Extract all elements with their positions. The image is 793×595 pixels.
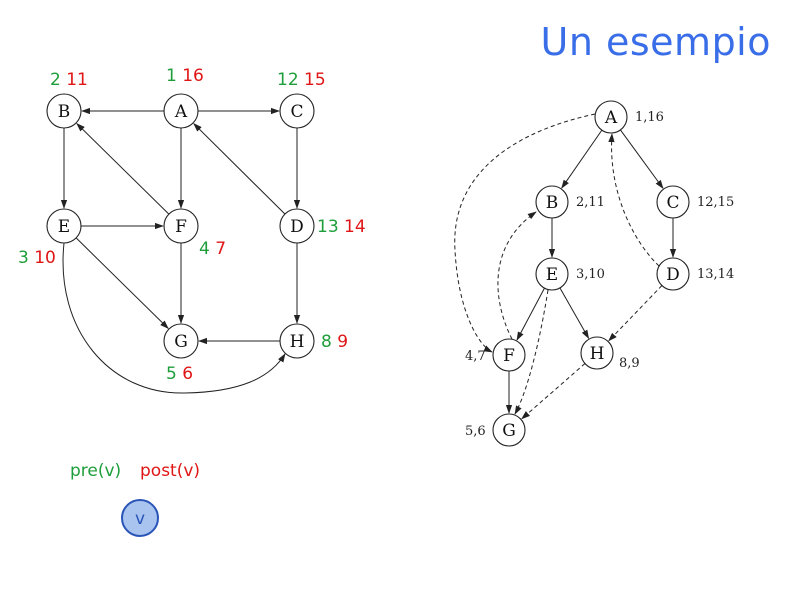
tree-node-G: G <box>492 413 526 447</box>
tree-edges <box>454 113 677 420</box>
graph-node-G-label: G <box>174 332 188 352</box>
graph-node-D-times: 13 14 <box>317 217 366 237</box>
tree-node-G-label: G <box>502 421 516 441</box>
tree-node-E-label: E <box>546 265 558 285</box>
graph-labels: 1 16 2 11 12 15 13 14 3 10 4 7 5 6 8 9 <box>18 66 366 384</box>
tree-nontree-edge-D-A <box>608 133 660 267</box>
graph-node-E-label: E <box>58 217 70 237</box>
graph-nodes: A B C D E F G H <box>46 93 315 359</box>
graph-node-B: B <box>46 93 82 129</box>
tree-nontree-edge-E-G <box>514 289 549 415</box>
tree-node-D-times: 13,14 <box>697 267 734 282</box>
tree-node-A-label: A <box>604 108 618 128</box>
graph-node-B-label: B <box>58 102 71 122</box>
graph-node-E-times: 3 10 <box>18 248 56 268</box>
graph-node-F-label: F <box>175 217 187 237</box>
tree-node-D: D <box>656 257 690 291</box>
tree-node-B: B <box>535 185 569 219</box>
tree-node-C-times: 12,15 <box>697 195 734 210</box>
tree-edge-A-C <box>620 129 664 189</box>
graph-node-C-label: C <box>290 102 303 122</box>
page-title: Un esempio <box>540 20 771 64</box>
tree-node-H: H <box>580 336 614 370</box>
graph-node-B-times: 2 11 <box>50 70 88 90</box>
tree-node-F-times: 4,7 <box>465 349 486 364</box>
tree-edge-A-B <box>561 129 603 189</box>
graph-node-C-times: 12 15 <box>277 70 326 90</box>
graph-node-C: C <box>279 93 315 129</box>
tree-node-E: E <box>535 257 569 291</box>
legend-node <box>121 499 159 537</box>
graph-edge-D-A <box>193 123 286 215</box>
tree-node-A-times: 1,16 <box>635 110 664 125</box>
legend: pre(v) post(v) v <box>70 461 200 537</box>
graph-node-F: F <box>163 208 199 244</box>
graph-node-D-label: D <box>290 217 304 237</box>
tree-node-F-label: F <box>503 346 515 366</box>
graph-node-H-label: H <box>290 332 305 352</box>
tree-nontree-edge-H-G <box>521 363 586 420</box>
graph-node-H-times: 8 9 <box>321 332 348 352</box>
graph-node-E: E <box>46 208 82 244</box>
tree-nontree-edge-F-B <box>497 211 537 340</box>
tree-edge-E-F <box>516 287 545 341</box>
tree-node-E-times: 3,10 <box>576 267 605 282</box>
tree-node-B-times: 2,11 <box>576 195 605 210</box>
graph-node-A-times: 1 16 <box>166 66 204 86</box>
tree-node-F: F <box>492 338 526 372</box>
graph-edge-E-G <box>75 237 169 330</box>
legend-node-label: v <box>135 509 145 529</box>
tree-node-C: C <box>656 185 690 219</box>
graph-node-G-times: 5 6 <box>166 364 193 384</box>
tree-nodes: A B C D E F G H <box>492 100 690 447</box>
legend-post-label: post(v) <box>140 461 200 481</box>
tree-node-G-times: 5,6 <box>465 424 486 439</box>
graph-node-A-label: A <box>174 102 188 122</box>
graph-edge-F-B <box>76 122 170 215</box>
tree-nontree-edge-A-F <box>454 113 596 353</box>
graph-edges <box>60 107 301 394</box>
tree-node-H-label: H <box>590 344 605 364</box>
graph-node-A: A <box>163 93 199 129</box>
tree-node-A: A <box>594 100 628 134</box>
graph-node-F-times: 4 7 <box>199 239 226 259</box>
graph-node-D: D <box>279 208 315 244</box>
legend-pre-label: pre(v) <box>70 461 121 481</box>
graph-node-G: G <box>163 323 199 359</box>
graph-node-H: H <box>279 323 315 359</box>
tree-node-H-times: 8,9 <box>619 356 640 371</box>
tree-node-D-label: D <box>666 265 680 285</box>
graph-edge-E-H <box>62 242 286 394</box>
tree-nontree-edge-D-H <box>608 285 663 342</box>
tree-edge-E-H <box>559 287 590 340</box>
tree-labels: 1,16 2,11 12,15 13,14 3,10 4,7 5,6 8,9 <box>465 110 734 439</box>
tree-node-B-label: B <box>546 193 559 213</box>
tree-node-C-label: C <box>666 193 679 213</box>
